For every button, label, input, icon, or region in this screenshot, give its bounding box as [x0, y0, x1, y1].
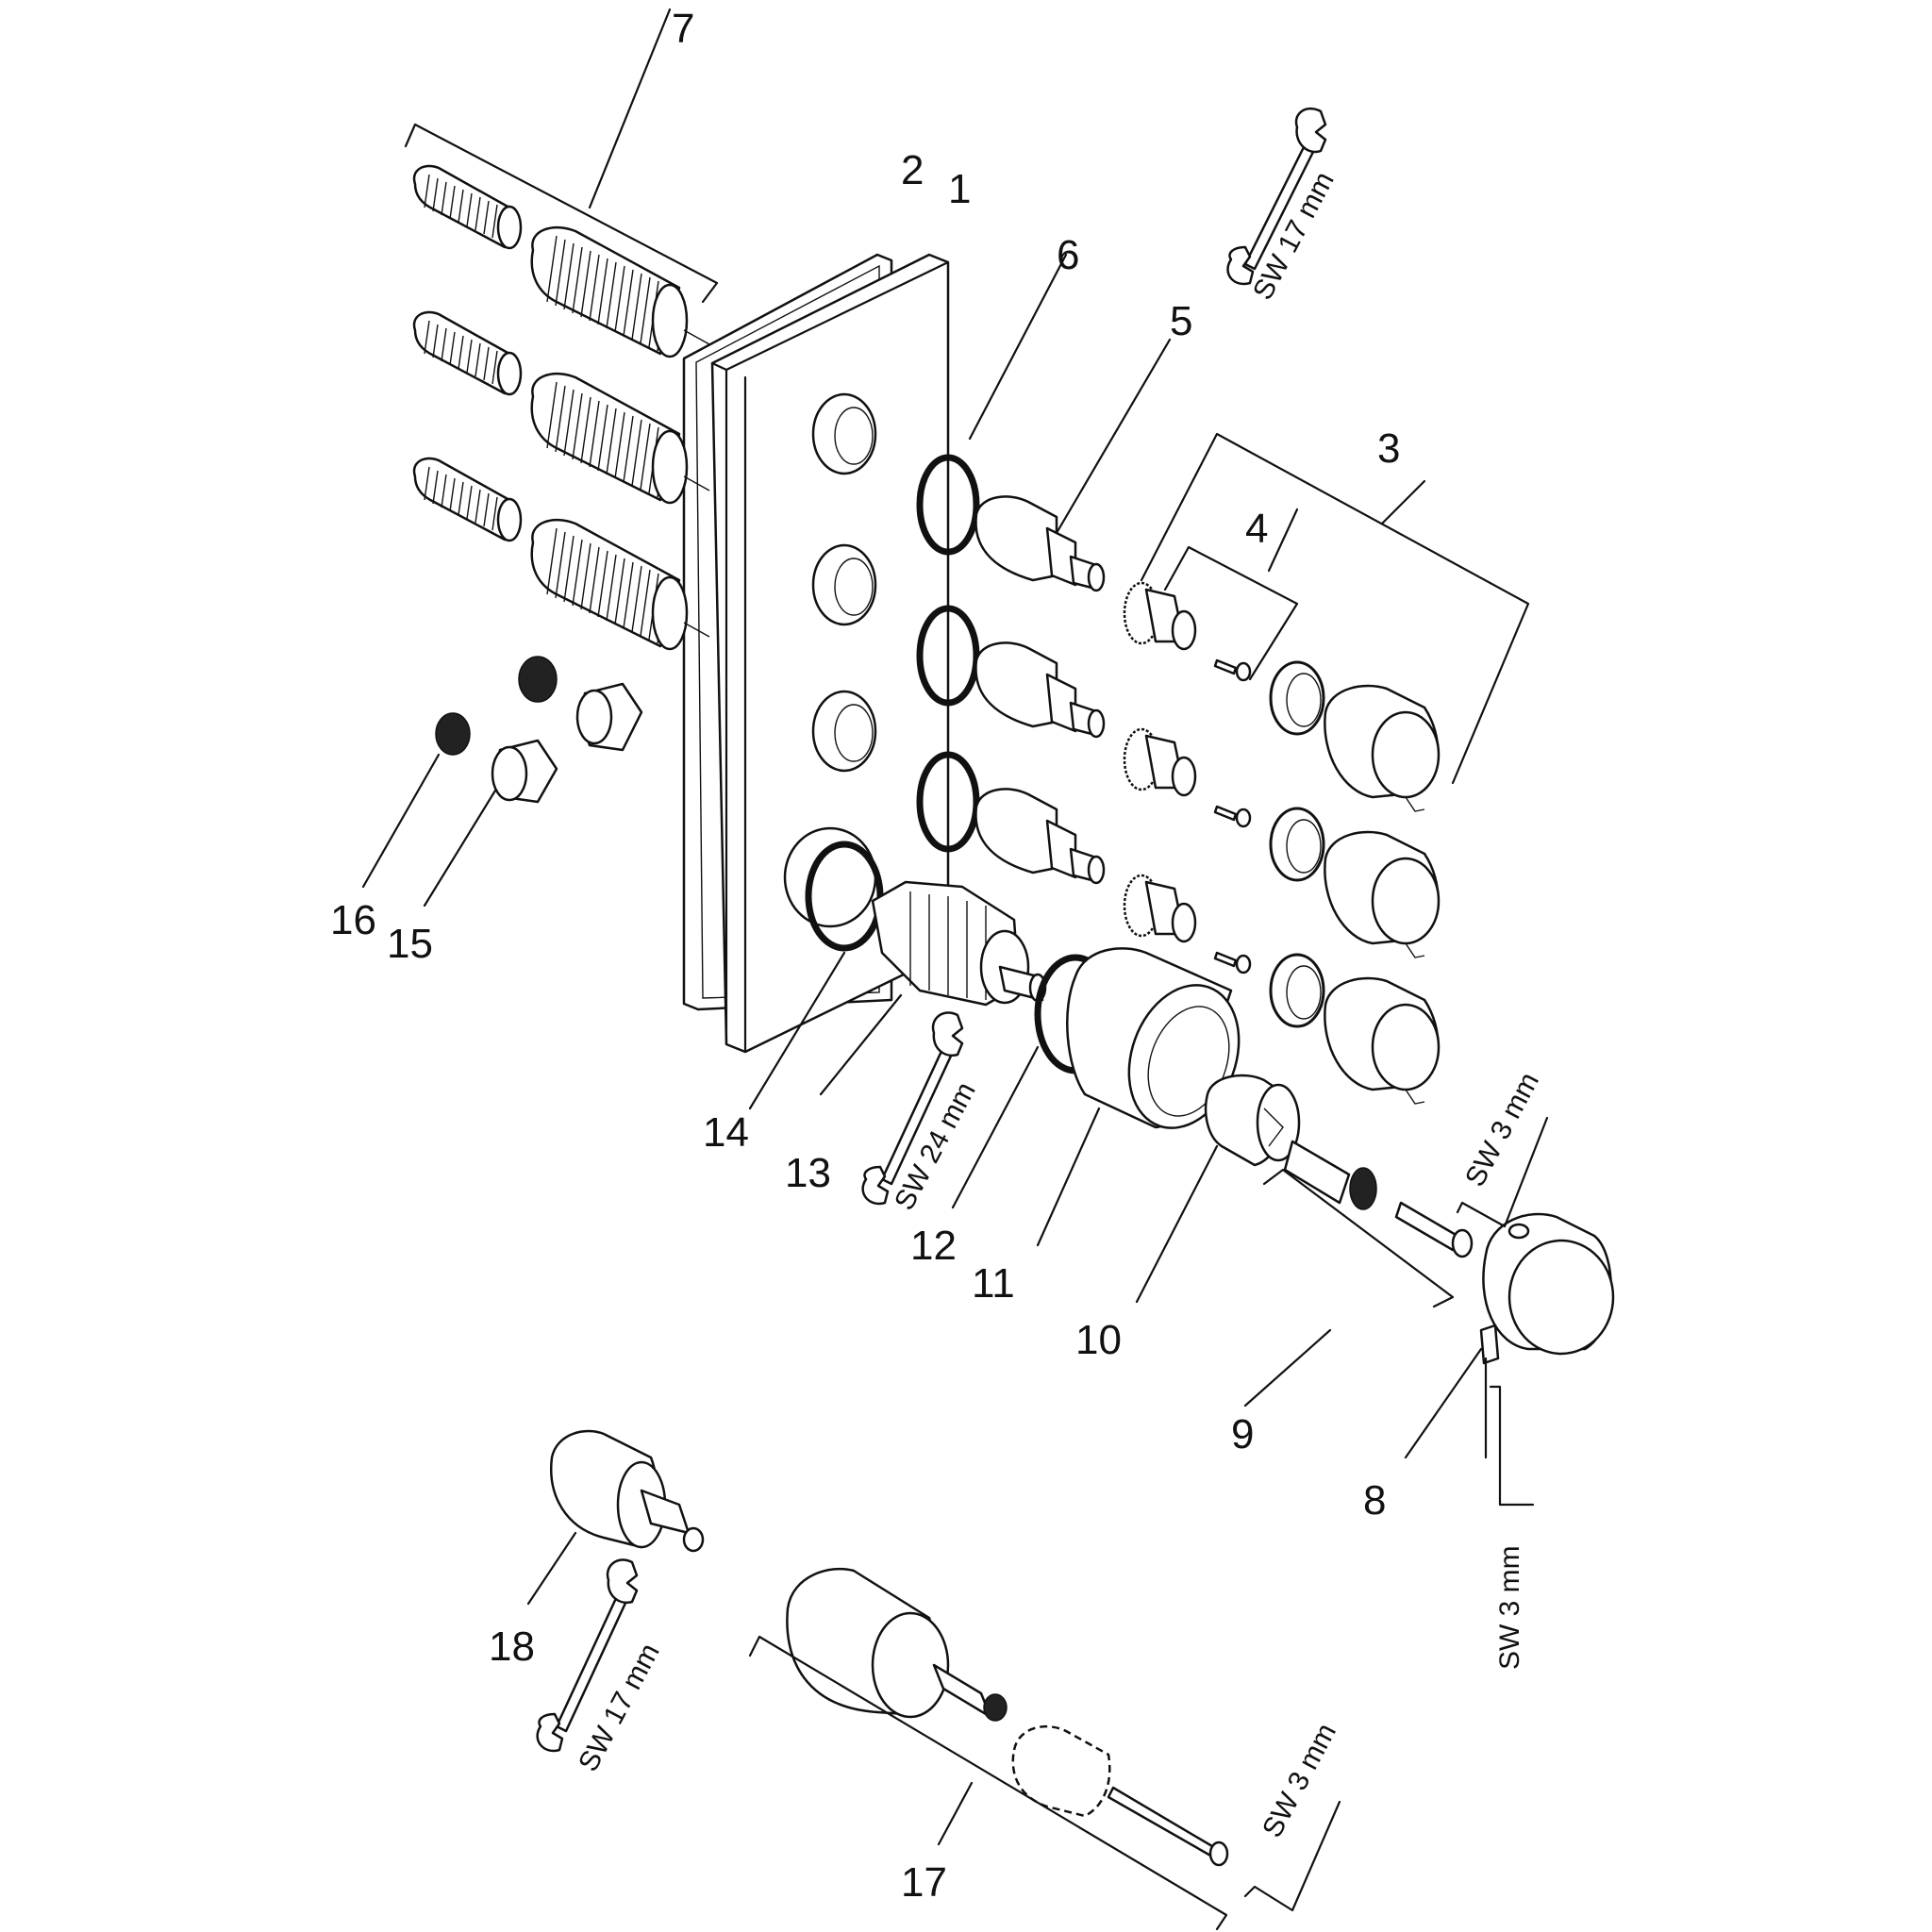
label-10: 10: [1075, 1317, 1122, 1363]
label-13: 13: [785, 1150, 831, 1196]
cartridge-row: [974, 788, 1325, 1028]
label-hex-key-right-top: SW 3 mm: [1459, 1068, 1545, 1192]
label-12: 12: [910, 1223, 957, 1269]
spindle-9: [1243, 1140, 1474, 1407]
part-17-handle-set: [748, 1567, 1229, 1931]
bracket-3-4: [1140, 432, 1530, 785]
label-5: 5: [1170, 298, 1192, 344]
label-7: 7: [672, 6, 694, 52]
extension-row: [412, 164, 710, 358]
label-18: 18: [489, 1624, 535, 1670]
extension-row: [412, 310, 710, 505]
wrench-17mm-bottom: [536, 1558, 639, 1753]
extension-row: [412, 457, 710, 651]
label-2: 2: [901, 147, 924, 193]
label-8: 8: [1363, 1477, 1386, 1524]
o-rings-6: [916, 253, 1068, 853]
wrench-17mm-top: [1226, 107, 1327, 286]
hex-key-3mm-right-bottom: [1489, 1385, 1535, 1507]
cartridge-row: [974, 495, 1325, 736]
thermostat-cartridge-13: [748, 826, 1047, 1110]
handles-3: [1324, 684, 1441, 1105]
wrench-24mm: [861, 1011, 964, 1206]
label-11: 11: [972, 1260, 1015, 1307]
handle-row: [1324, 976, 1441, 1105]
label-1: 1: [948, 166, 971, 212]
filters-16: [361, 656, 558, 889]
hex-key-3mm-right-top: [1456, 1116, 1549, 1228]
cartridge-row: [974, 641, 1325, 882]
label-17: 17: [901, 1859, 947, 1906]
threaded-extensions: [412, 164, 710, 651]
hex-key-3mm-bottom: [1243, 1800, 1341, 1912]
label-4: 4: [1245, 506, 1268, 552]
extension-set-7: [404, 8, 719, 304]
leader-5: [1055, 338, 1172, 535]
label-9: 9: [1231, 1411, 1254, 1457]
label-6: 6: [1057, 232, 1079, 278]
label-14: 14: [703, 1109, 749, 1156]
front-plate-1: [710, 253, 950, 1054]
label-3: 3: [1377, 425, 1400, 472]
check-valves-15: [423, 682, 643, 908]
part-labels: 7 2 1 6 5 3 4 16 15 14 13 12 11 10 9 8 1…: [330, 6, 1400, 1906]
nut-10: [1135, 1074, 1301, 1304]
part-18-extension: [526, 1429, 705, 1606]
handle-row: [1324, 830, 1441, 958]
label-hex-key-right-bottom: SW 3 mm: [1494, 1545, 1525, 1670]
thermostat-knob-8: [1404, 1212, 1615, 1459]
cartridges-5: [974, 495, 1325, 1028]
label-15: 15: [387, 921, 433, 967]
label-16: 16: [330, 897, 376, 943]
handle-row: [1324, 684, 1441, 812]
